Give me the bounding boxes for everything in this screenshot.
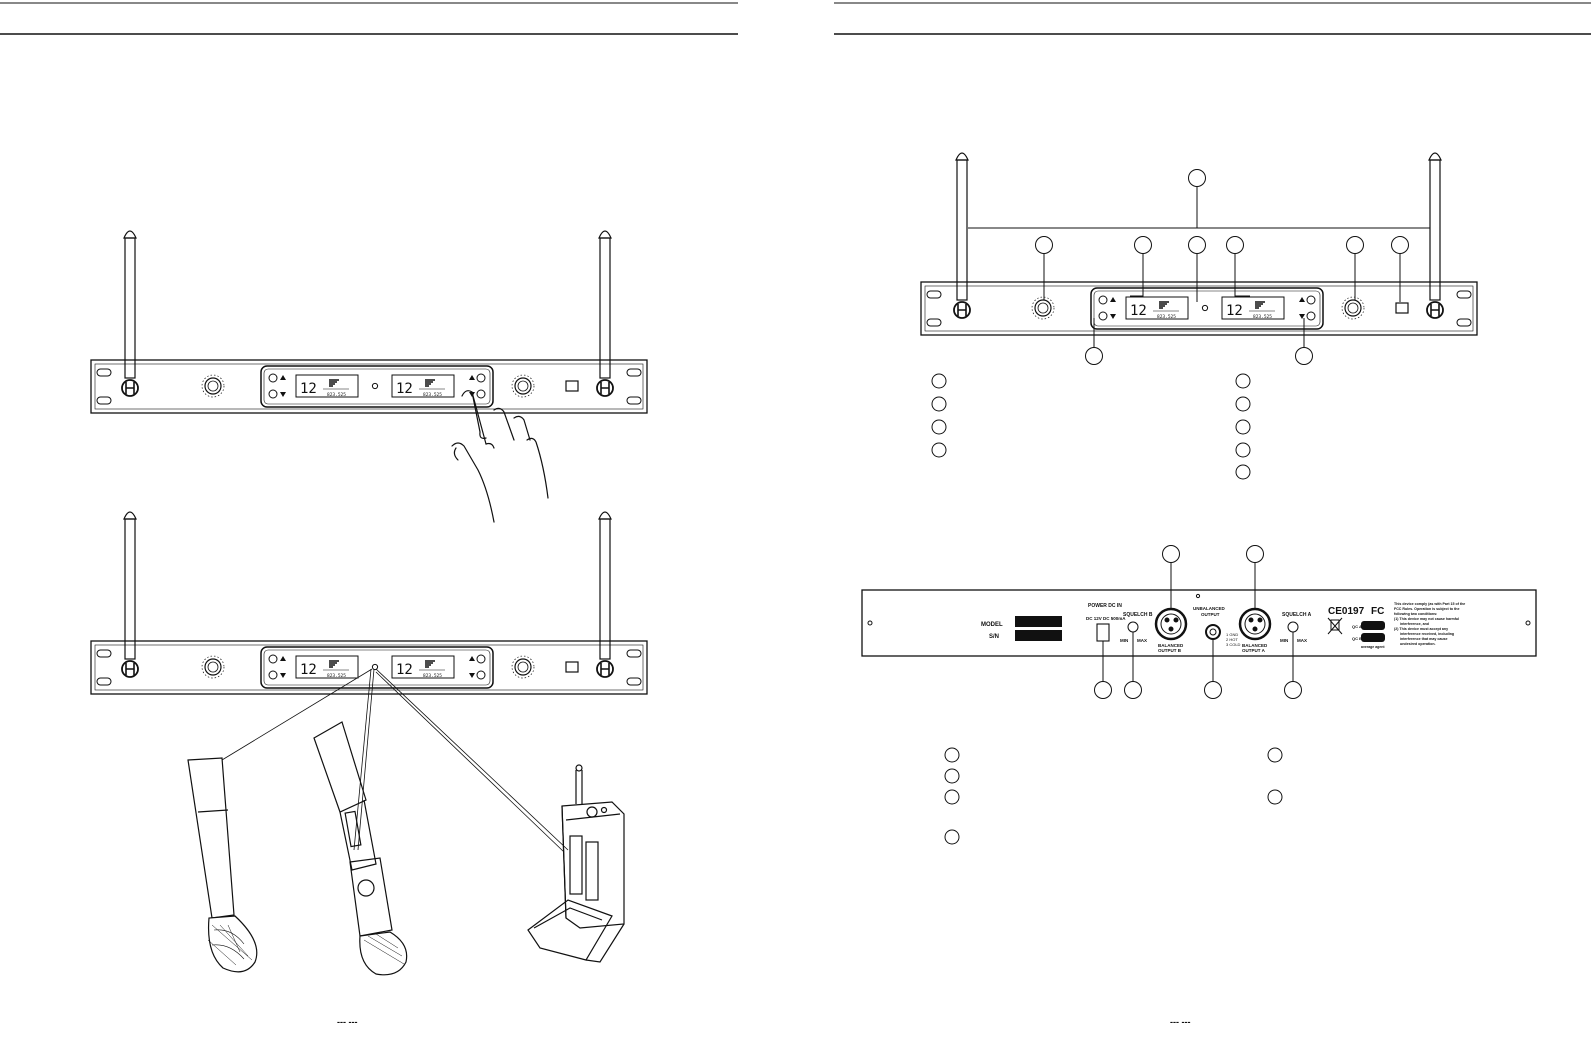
rear-panel-diagram: MODEL S/N POWER DC IN DC 12V DC 500mA SQ… bbox=[861, 589, 1537, 657]
sn-plate bbox=[1015, 630, 1062, 641]
lcd-channel-b: 12 bbox=[1226, 303, 1243, 319]
squelch-b-min: MIN bbox=[1120, 638, 1128, 643]
squelch-b-label: SQUELCH B bbox=[1123, 612, 1153, 618]
lcd-channel-b: 12 bbox=[396, 662, 413, 678]
balanced-b-output: OUTPUT B bbox=[1158, 648, 1182, 653]
rear-panel-callouts bbox=[1094, 545, 1302, 699]
ce-mark: CE0197 bbox=[1328, 606, 1365, 617]
right-page: 12 12 823.525 823.525 bbox=[834, 2, 1591, 1027]
qc-a-label: QC A bbox=[1352, 624, 1362, 629]
weee-bin-icon bbox=[1327, 617, 1343, 635]
lcd-freq-a: 823.525 bbox=[1157, 314, 1176, 320]
svg-text:FCC Rules. Operation is subjec: FCC Rules. Operation is subject to the bbox=[1394, 607, 1460, 611]
unbalanced-output: OUTPUT bbox=[1201, 612, 1220, 617]
receiver-front-panel-2: 12 12 823.525 823.525 bbox=[90, 640, 648, 695]
rear-model-label: MODEL bbox=[981, 622, 1003, 628]
lcd-freq-b: 823.525 bbox=[423, 673, 442, 679]
lcd-freq-b: 823.525 bbox=[423, 392, 442, 398]
rear-legend-markers bbox=[944, 747, 1283, 845]
squelch-b-max: MAX bbox=[1137, 638, 1147, 643]
model-plate bbox=[1015, 616, 1062, 627]
lcd-channel-a: 12 bbox=[300, 381, 317, 397]
pin-2: 2 HOT bbox=[1226, 637, 1238, 642]
balanced-a-label: BALANCED bbox=[1242, 643, 1268, 648]
lcd-channel-b: 12 bbox=[396, 381, 413, 397]
unbalanced-label: UNBALANCED bbox=[1193, 606, 1225, 611]
svg-text:undesired operation.: undesired operation. bbox=[1400, 642, 1436, 646]
front-panel-diagram: 12 12 823.525 823.525 bbox=[920, 281, 1478, 336]
pin-1: 1 GND bbox=[1226, 632, 1238, 637]
qc-b-label: QC B bbox=[1352, 636, 1362, 641]
handheld-microphone-open-icon bbox=[313, 721, 408, 976]
svg-text:(2) This device must accept an: (2) This device must accept any bbox=[1394, 627, 1448, 631]
front-legend-markers bbox=[931, 373, 1251, 480]
svg-text:interference that may cause: interference that may cause bbox=[1400, 637, 1448, 641]
infrared-sync-lines bbox=[221, 668, 569, 853]
bodypack-transmitter-icon bbox=[527, 764, 625, 963]
hand-pressing-button-icon bbox=[451, 390, 549, 523]
svg-text:(1) This device may not cause: (1) This device may not cause harmful bbox=[1394, 617, 1459, 621]
squelch-a-label: SQUELCH A bbox=[1282, 612, 1312, 618]
lcd-channel-a: 12 bbox=[300, 662, 317, 678]
left-page: 12 12 823.525 823.525 12 12 823.525 823.… bbox=[0, 2, 738, 1027]
footer-marks-right: --- --- bbox=[1170, 1017, 1190, 1027]
lcd-freq-b: 823.525 bbox=[1253, 314, 1272, 320]
lcd-freq-a: 823.525 bbox=[327, 673, 346, 679]
svg-text:interference received, includi: interference received, including bbox=[1400, 632, 1454, 636]
footer-marks-left: --- --- bbox=[337, 1017, 357, 1027]
qc-caption: average agent bbox=[1361, 645, 1385, 649]
svg-text:interference, and: interference, and bbox=[1400, 622, 1429, 626]
lcd-freq-a: 823.525 bbox=[327, 392, 346, 398]
svg-text:This device comply (as with Pa: This device comply (as with Part 15 of t… bbox=[1394, 602, 1465, 606]
squelch-a-max: MAX bbox=[1297, 638, 1307, 643]
handheld-microphone-icon bbox=[187, 757, 258, 973]
front-panel-callouts bbox=[968, 169, 1430, 365]
svg-text:following two conditions:: following two conditions: bbox=[1394, 612, 1437, 616]
qc-b-sticker bbox=[1361, 633, 1385, 642]
power-label: POWER DC IN bbox=[1088, 603, 1122, 609]
balanced-b-label: BALANCED bbox=[1158, 643, 1184, 648]
rear-sn-label: S/N bbox=[989, 634, 999, 640]
fcc-statement: This device comply (as with Part 15 of t… bbox=[1394, 602, 1465, 646]
xlr-output-a-icon bbox=[1238, 607, 1272, 641]
squelch-a-min: MIN bbox=[1280, 638, 1288, 643]
qc-a-sticker bbox=[1361, 621, 1385, 630]
receiver-front-panel-1: 12 12 823.525 823.525 bbox=[90, 359, 648, 414]
lcd-channel-a: 12 bbox=[1130, 303, 1147, 319]
power-spec: DC 12V DC 500mA bbox=[1086, 616, 1126, 621]
pin-3: 3 COLD bbox=[1226, 642, 1241, 647]
balanced-a-output: OUTPUT A bbox=[1242, 648, 1266, 653]
fc-mark: FC bbox=[1371, 606, 1384, 617]
